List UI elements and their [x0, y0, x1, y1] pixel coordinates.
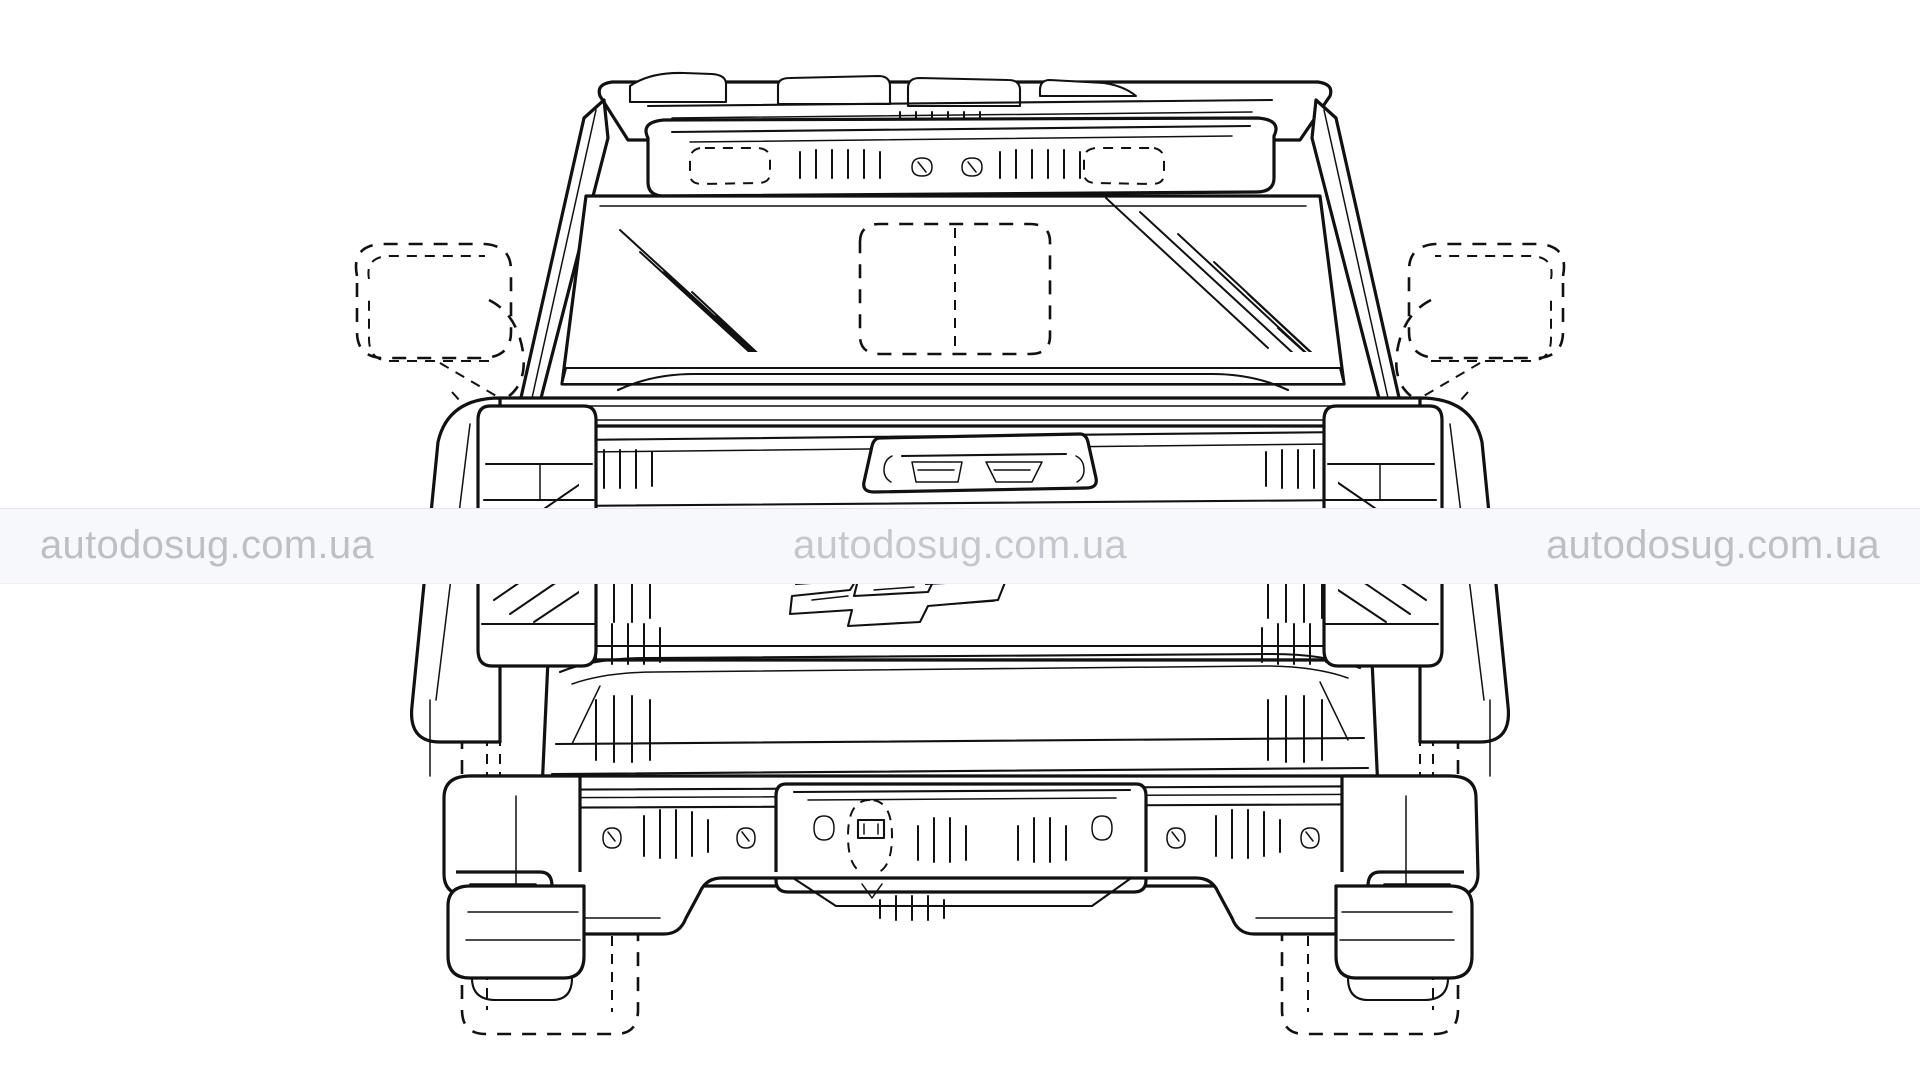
rear-window-glass — [560, 194, 1346, 392]
glass-reflection-hatching — [619, 197, 1341, 352]
left-tail-light — [476, 404, 598, 668]
right-side-mirror-group — [1395, 242, 1566, 411]
tailgate — [540, 424, 1380, 792]
rear-bumper — [442, 774, 1480, 1002]
tailgate-handle-detail — [883, 455, 1085, 483]
bed-side-lower — [429, 699, 1491, 777]
right-tail-light — [1322, 404, 1444, 668]
cab-and-roof — [518, 71, 1402, 404]
left-side-mirror-group — [354, 242, 525, 411]
sliding-rear-window — [858, 222, 1052, 356]
